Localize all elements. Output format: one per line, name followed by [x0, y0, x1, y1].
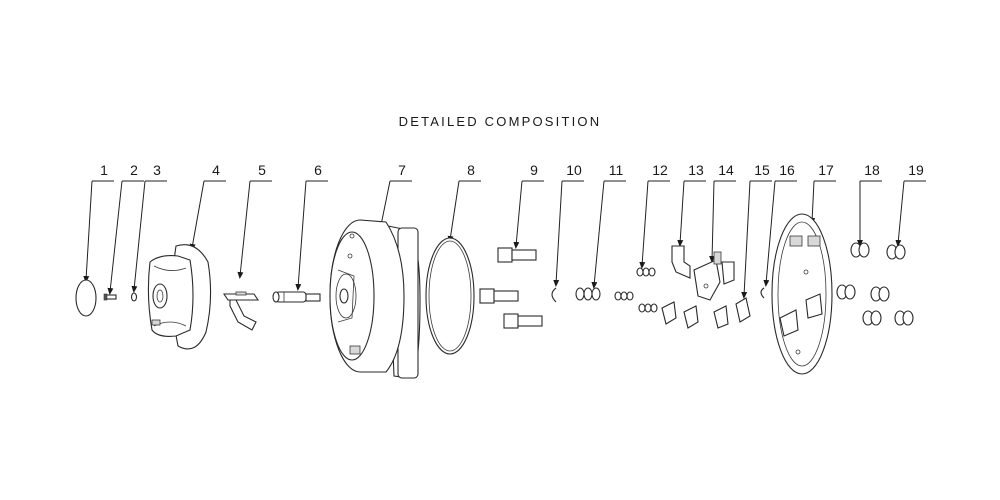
callout-label-18: 18 — [864, 162, 880, 178]
diagram-title: DETAILED COMPOSITION — [398, 114, 602, 129]
callout-leader-4 — [189, 180, 205, 251]
part-8-o-ring — [425, 237, 475, 355]
callout-leader-6 — [295, 180, 307, 291]
callout-leader-1 — [83, 180, 93, 283]
callout-leader-9 — [513, 180, 523, 249]
callout-label-19: 19 — [908, 162, 924, 178]
callout-label-6: 6 — [314, 162, 322, 178]
callout-label-16: 16 — [779, 162, 795, 178]
part-2-screw — [103, 293, 117, 301]
callout-label-12: 12 — [652, 162, 668, 178]
callout-leader-14 — [709, 180, 716, 263]
callout-label-1: 1 — [100, 162, 108, 178]
part-5-lever-plate — [222, 291, 260, 331]
callout-label-11: 11 — [609, 162, 624, 178]
callout-label-13: 13 — [688, 162, 704, 178]
part-6-shaft-pin — [272, 291, 321, 303]
callout-label-14: 14 — [718, 162, 734, 178]
part-16-small-clip — [760, 287, 765, 299]
callout-label-4: 4 — [212, 162, 220, 178]
part-7-main-housing — [329, 219, 421, 379]
part-11-springs — [575, 287, 601, 301]
callout-leader-11 — [591, 180, 605, 289]
callout-leader-5 — [237, 180, 251, 279]
part-12-small-coils — [614, 267, 658, 313]
callout-leader-13 — [677, 180, 685, 247]
callout-leader-10 — [553, 180, 563, 287]
callout-label-7: 7 — [398, 162, 406, 178]
callout-leader-3 — [131, 180, 146, 293]
part-17-base-plate — [771, 213, 833, 375]
part-14-cam-plate — [693, 251, 722, 301]
part-13-contact-brackets — [661, 245, 699, 329]
callout-label-5: 5 — [258, 162, 266, 178]
callout-leader-2 — [107, 180, 123, 295]
callout-leader-16 — [763, 180, 776, 287]
callout-label-9: 9 — [530, 162, 538, 178]
callout-label-3: 3 — [153, 162, 161, 178]
part-3-washer — [130, 292, 138, 302]
part-15-contact-clips — [713, 261, 751, 329]
callout-leader-17 — [809, 180, 816, 225]
callout-label-10: 10 — [566, 162, 582, 178]
part-4-handle-knob — [147, 244, 212, 350]
callout-leader-15 — [741, 180, 751, 299]
callout-leader-8 — [447, 180, 460, 243]
callout-leader-12 — [639, 180, 649, 269]
callout-label-17: 17 — [818, 162, 834, 178]
part-9-bolts — [479, 247, 543, 329]
part-18-nuts-washers — [836, 242, 882, 326]
callout-label-15: 15 — [754, 162, 770, 178]
part-19-nuts — [870, 244, 914, 326]
part-1-lens-disk — [75, 279, 97, 317]
callout-label-8: 8 — [467, 162, 475, 178]
callout-label-2: 2 — [130, 162, 138, 178]
callout-leader-19 — [895, 180, 905, 247]
part-10-clip — [551, 287, 557, 303]
